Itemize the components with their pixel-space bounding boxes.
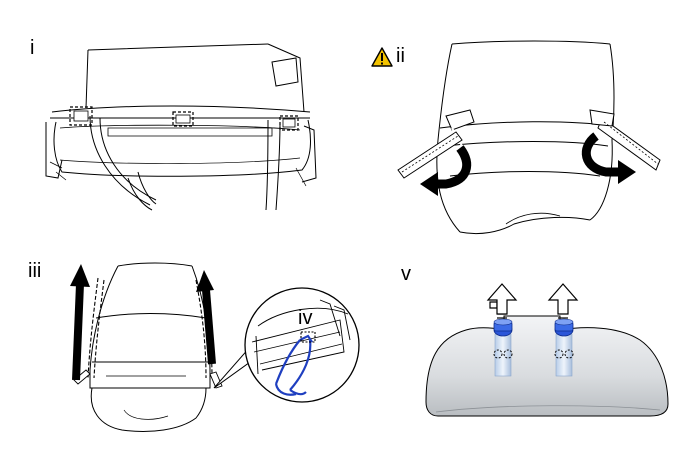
step-label-iii: iii xyxy=(28,260,42,282)
pull-arrow-left xyxy=(70,264,90,381)
clip-location xyxy=(300,331,316,343)
zipper-pulls xyxy=(73,369,223,389)
hook-locations xyxy=(69,106,299,131)
step-label-iv: iv xyxy=(298,307,313,329)
headrest-support-view xyxy=(425,283,669,417)
support-right xyxy=(554,318,574,377)
detail-circle-view xyxy=(244,287,360,403)
strap-right xyxy=(589,109,661,171)
up-arrow-right xyxy=(547,283,579,319)
panel-remove-cover xyxy=(89,262,211,432)
wire-clip xyxy=(274,334,313,396)
pull-arrow-right xyxy=(196,270,216,365)
step-label-v: v xyxy=(401,263,411,285)
step-label-i: i xyxy=(30,37,35,59)
step-label-ii: ii xyxy=(396,45,405,67)
rotate-arrow-right xyxy=(581,132,636,184)
support-left xyxy=(493,318,513,377)
strap-right-stitching xyxy=(603,121,659,165)
rotate-arrow-left xyxy=(420,127,472,196)
hook-clips xyxy=(73,110,296,128)
panel-unhook xyxy=(436,40,615,235)
strap-left-stitching xyxy=(401,135,459,173)
up-arrow-left xyxy=(486,283,518,319)
panel-seatback-hooks xyxy=(45,43,317,211)
caution-triangle-icon xyxy=(371,47,393,67)
seat-top xyxy=(425,315,669,417)
